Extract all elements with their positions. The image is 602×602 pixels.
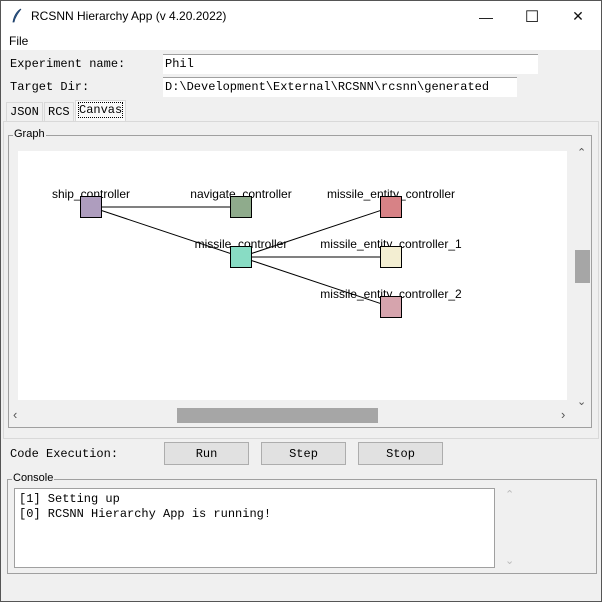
graph-edge [90, 206, 242, 258]
graph-node-label: missile_controller [194, 237, 288, 251]
target-dir-input[interactable]: D:\Development\External\RCSNN\rcsnn\gene… [163, 77, 517, 97]
graph-node-missile-controller[interactable] [230, 246, 252, 268]
stop-button[interactable]: Stop [358, 442, 443, 465]
minimize-icon: — [479, 8, 493, 25]
console-group-label: Console [12, 472, 55, 484]
experiment-name-input[interactable]: Phil [163, 54, 538, 74]
minimize-button[interactable]: — [463, 1, 509, 32]
menu-bar: File [1, 32, 601, 50]
scroll-left-icon[interactable]: ‹ [13, 407, 18, 422]
graph-node-label: missile_entity_controller_2 [320, 287, 462, 301]
graph-node-label: navigate_controller [190, 187, 292, 201]
graph-node-ship-controller[interactable] [80, 196, 102, 218]
scroll-down-icon[interactable]: ⌄ [577, 396, 587, 408]
canvas-tab-panel [3, 121, 599, 439]
graph-edges [90, 206, 392, 308]
console-group: Console [7, 472, 597, 574]
vertical-scrollbar[interactable]: ⌃ ⌄ [574, 144, 590, 412]
tab-json[interactable]: JSON [6, 102, 43, 121]
window-title: RCSNN Hierarchy App (v 4.20.2022) [31, 9, 227, 23]
console-scrollbar[interactable]: ⌃ ⌄ [502, 488, 518, 570]
close-icon: ✕ [572, 8, 584, 24]
graph-node-label: missile_entity_controller [326, 187, 456, 201]
scroll-up-icon[interactable]: ⌃ [577, 147, 587, 159]
scroll-right-icon[interactable]: › [561, 407, 566, 422]
console-line: [1] Setting up [19, 492, 120, 506]
graph-group-label: Graph [13, 128, 46, 140]
tab-rcs[interactable]: RCS [44, 102, 74, 121]
step-button[interactable]: Step [261, 442, 346, 465]
horizontal-scrollbar[interactable]: ‹ › [9, 406, 574, 423]
graph-node-navigate-controller[interactable] [230, 196, 252, 218]
run-button[interactable]: Run [164, 442, 249, 465]
menu-file[interactable]: File [9, 34, 29, 48]
console-line: [0] RCSNN Hierarchy App is running! [19, 507, 272, 521]
tab-canvas[interactable]: Canvas [75, 100, 127, 121]
graph-edge [240, 256, 392, 308]
maximize-icon: ☐ [524, 8, 540, 26]
close-button[interactable]: ✕ [555, 1, 601, 32]
console-output[interactable]: [1] Setting up [0] RCSNN Hierarchy App i… [14, 488, 495, 568]
graph-node-missile-entity-controller[interactable] [380, 196, 402, 218]
console-scroll-up-icon[interactable]: ⌃ [505, 489, 515, 501]
feather-icon [12, 8, 22, 23]
experiment-name-label: Experiment name: [10, 57, 126, 71]
graph-node-label: missile_entity_controller_1 [320, 237, 462, 251]
title-bar: RCSNN Hierarchy App (v 4.20.2022) — ☐ ✕ [1, 1, 601, 32]
graph-group: Graph [8, 128, 592, 428]
target-dir-label: Target Dir: [10, 80, 90, 94]
maximize-button[interactable]: ☐ [509, 1, 555, 32]
console-scroll-down-icon[interactable]: ⌄ [505, 555, 515, 567]
graph-node-missile-entity-controller-1[interactable] [380, 246, 402, 268]
code-execution-label: Code Execution: [10, 447, 119, 461]
graph-node-label: ship_controller [51, 187, 131, 201]
horizontal-scroll-thumb[interactable] [177, 408, 378, 423]
vertical-scroll-thumb[interactable] [575, 250, 590, 283]
graph-edge [240, 206, 392, 258]
graph-node-missile-entity-controller-2[interactable] [380, 296, 402, 318]
